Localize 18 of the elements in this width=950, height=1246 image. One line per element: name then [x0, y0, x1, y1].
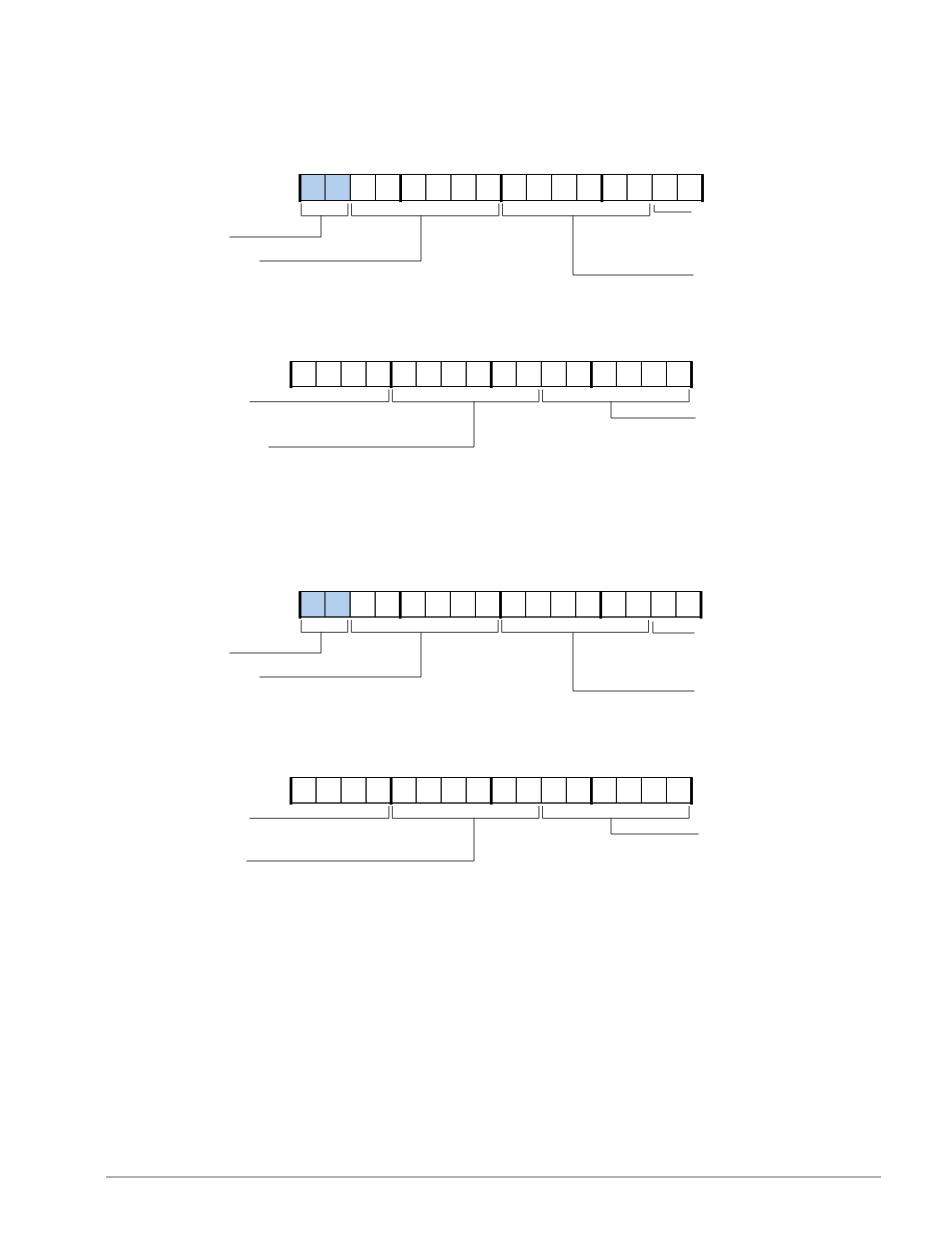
- leader-line: [259, 620, 499, 678]
- leader-line: [502, 203, 694, 276]
- leader-line: [259, 203, 500, 262]
- leader-line: [652, 621, 695, 634]
- leader-line: [268, 389, 540, 448]
- leader-line: [542, 389, 696, 419]
- leader-line: [249, 389, 390, 403]
- leader-line: [501, 620, 695, 692]
- leader-line: [229, 620, 349, 654]
- register-frame: [298, 591, 703, 619]
- leader-line: [229, 203, 349, 238]
- leader-line: [246, 806, 540, 862]
- leader-line: [653, 205, 692, 213]
- leader-line: [249, 806, 390, 819]
- register-frame: [298, 174, 704, 203]
- leader-line: [542, 806, 699, 835]
- register-frame: [289, 777, 693, 805]
- register-frame: [289, 361, 693, 389]
